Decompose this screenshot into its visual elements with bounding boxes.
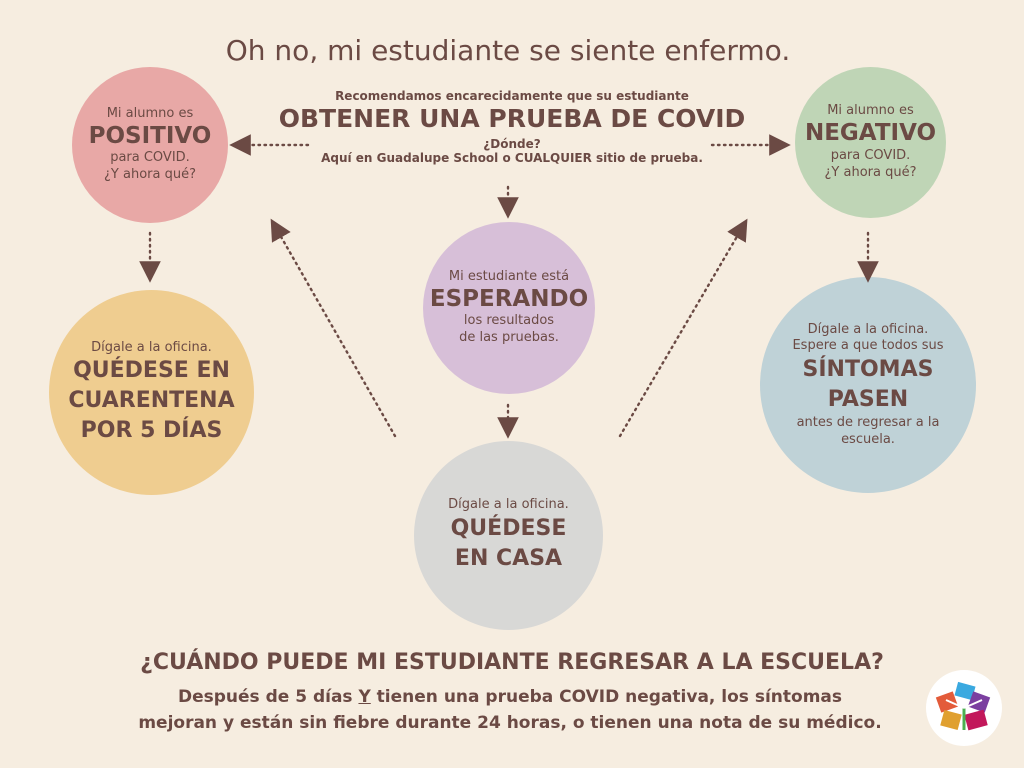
positive-node: Mi alumno es POSITIVO para COVID. ¿Y aho… xyxy=(72,67,228,223)
quarantine-pre: Dígale a la oficina. xyxy=(91,339,212,355)
home-line2: EN CASA xyxy=(454,545,563,571)
symptoms-pre2: Espere a que todos sus xyxy=(792,338,944,354)
return-question: ¿CUÁNDO PUEDE MI ESTUDIANTE REGRESAR A L… xyxy=(140,650,884,675)
quarantine-node: Dígale a la oficina. QUÉDESE EN CUARENTE… xyxy=(49,290,254,495)
waiting-node: Mi estudiante está ESPERANDO los resulta… xyxy=(423,222,595,394)
negative-pre: Mi alumno es xyxy=(827,103,914,119)
waiting-heading: ESPERANDO xyxy=(429,285,589,312)
symptoms-node: Dígale a la oficina. Espere a que todos … xyxy=(760,277,976,493)
negative-post1: para COVID. xyxy=(830,147,911,163)
quarantine-line3: POR 5 DÍAS xyxy=(80,417,223,443)
test-recommendation: Recomendamos encarecidamente que su estu… xyxy=(262,89,762,165)
recommendation-intro: Recomendamos encarecidamente que su estu… xyxy=(335,89,689,103)
where-detail: Aquí en Guadalupe School o CUALQUIER sit… xyxy=(321,150,703,165)
school-logo-icon xyxy=(926,670,1002,746)
negative-heading: NEGATIVO xyxy=(804,120,937,147)
arrow-home-to-negative xyxy=(618,218,748,438)
answer-part-a: Después de 5 días xyxy=(177,687,359,707)
home-node: Dígale a la oficina. QUÉDESE EN CASA xyxy=(414,441,603,630)
arrow-home-to-positive xyxy=(270,218,397,438)
quarantine-line1: QUÉDESE EN xyxy=(73,358,230,384)
home-pre: Dígale a la oficina. xyxy=(448,497,569,513)
symptoms-post2: escuela. xyxy=(841,431,895,447)
page-title: Oh no, mi estudiante se siente enfermo. xyxy=(225,34,791,67)
home-line1: QUÉDESE xyxy=(450,516,567,542)
waiting-pre: Mi estudiante está xyxy=(448,268,570,284)
waiting-post2: de las pruebas. xyxy=(459,330,559,346)
positive-post2: ¿Y ahora qué? xyxy=(104,167,196,183)
positive-heading: POSITIVO xyxy=(88,122,212,149)
answer-part-b: tienen una prueba COVID negativa, los sí… xyxy=(370,687,843,707)
logo-graphic xyxy=(935,681,991,731)
positive-post1: para COVID. xyxy=(110,150,190,166)
symptoms-line1: SÍNTOMAS xyxy=(802,357,934,383)
waiting-post1: los resultados xyxy=(463,313,555,329)
symptoms-pre1: Dígale a la oficina. xyxy=(807,321,929,337)
answer-y: Y xyxy=(358,687,371,707)
where-question: ¿Dónde? xyxy=(483,136,541,151)
recommendation-heading: OBTENER UNA PRUEBA DE COVID xyxy=(278,104,746,134)
quarantine-line2: CUARENTENA xyxy=(68,388,235,414)
negative-post2: ¿Y ahora qué? xyxy=(824,164,917,180)
symptoms-post1: antes de regresar a la xyxy=(796,414,940,430)
positive-pre: Mi alumno es xyxy=(106,105,194,121)
answer-line2: mejoran y están sin fiebre durante 24 ho… xyxy=(138,713,882,734)
return-answer: Después de 5 días Y tienen una prueba CO… xyxy=(90,684,930,737)
symptoms-line2: PASEN xyxy=(827,387,909,412)
negative-node: Mi alumno es NEGATIVO para COVID. ¿Y aho… xyxy=(795,67,946,218)
